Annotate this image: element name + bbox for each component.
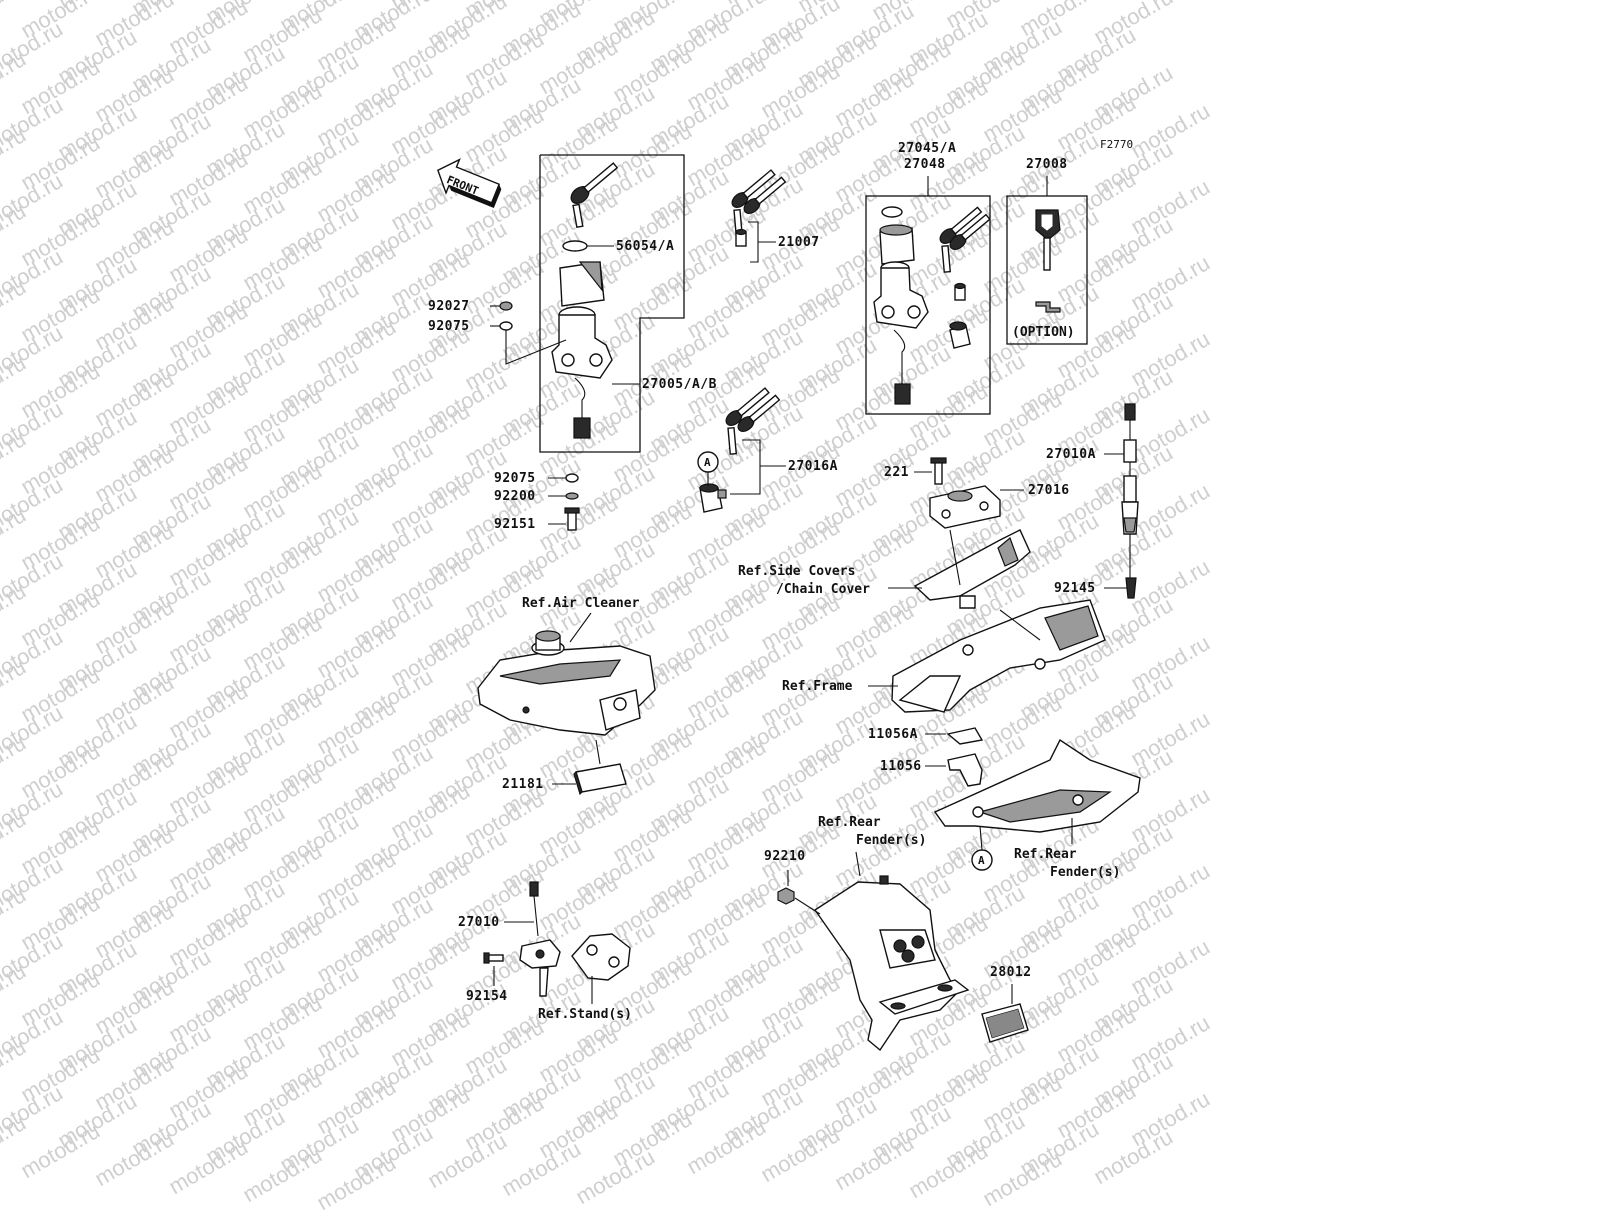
part-number-27010A: 27010A <box>1046 447 1096 462</box>
ref-rear-fender-2-line1: Ref.Rear <box>1014 847 1077 862</box>
seat-lock-bracket-icon <box>929 457 1001 529</box>
option-label: (OPTION) <box>1012 325 1075 340</box>
license-plate-bracket-icon <box>814 875 970 1052</box>
bolt-icon <box>564 507 580 531</box>
callout-a-top-label: A <box>704 456 711 469</box>
part-number-92145: 92145 <box>1054 581 1096 596</box>
part-number-27045: 27045/A <box>898 141 957 156</box>
part-number-28012: 28012 <box>990 965 1032 980</box>
part-number-92200: 92200 <box>494 489 536 504</box>
lock-set-icon <box>873 206 991 405</box>
part-number-11056A: 11056A <box>868 727 918 742</box>
ignition-assembly-frame <box>539 154 685 453</box>
bracket-icon <box>946 727 984 787</box>
washer-icon <box>565 492 579 500</box>
key-set-icon <box>731 169 787 247</box>
ref-frame: Ref.Frame <box>782 679 853 694</box>
nut-icon <box>777 887 795 905</box>
rear-fender-inner-icon <box>933 738 1141 833</box>
rear-frame-icon <box>891 599 1106 713</box>
nut-icon <box>565 473 579 483</box>
part-number-92075-b: 92075 <box>494 471 536 486</box>
nut-icon <box>499 321 513 331</box>
ignition-switch-icon <box>551 306 613 439</box>
air-cleaner-icon <box>477 630 656 736</box>
part-number-92075: 92075 <box>428 319 470 334</box>
ref-air-cleaner: Ref.Air Cleaner <box>522 596 640 611</box>
seat-lock-mount-icon <box>913 529 1031 609</box>
ref-stands: Ref.Stand(s) <box>538 1007 632 1022</box>
key-icon <box>570 162 619 204</box>
key-blank-icon <box>1035 209 1061 313</box>
part-number-221: 221 <box>884 465 909 480</box>
reflector-icon <box>981 1003 1029 1043</box>
part-number-92210: 92210 <box>764 849 806 864</box>
diagram-code: F2770 <box>1100 138 1134 151</box>
ref-rear-fender-1-line2: Fender(s) <box>856 833 927 848</box>
part-number-27010: 27010 <box>458 915 500 930</box>
ref-rear-fender-1-line1: Ref.Rear <box>818 815 881 830</box>
seat-lock-key-icon <box>699 387 781 513</box>
ref-rear-fender-2-line2: Fender(s) <box>1050 865 1121 880</box>
ref-side-covers-line2: /Chain Cover <box>776 582 870 597</box>
side-stand-switch-icon <box>483 881 631 997</box>
ecu-unit-icon <box>573 739 627 796</box>
part-number-27016: 27016 <box>1028 483 1070 498</box>
ref-side-covers-line1: Ref.Side Covers <box>738 564 856 579</box>
callout-a-bottom-label: A <box>978 854 985 867</box>
part-number-56054: 56054/A <box>616 239 675 254</box>
washer-icon <box>562 240 588 252</box>
part-number-92154: 92154 <box>466 989 508 1004</box>
part-number-21181: 21181 <box>502 777 544 792</box>
nut-icon <box>499 301 513 311</box>
cylinder-cover-icon <box>559 261 605 307</box>
part-number-27048: 27048 <box>904 157 946 172</box>
part-number-27005: 27005/A/B <box>642 377 717 392</box>
front-arrow-icon <box>437 158 502 208</box>
part-number-21007: 21007 <box>778 235 820 250</box>
part-number-27016A: 27016A <box>788 459 838 474</box>
part-number-11056: 11056 <box>880 759 922 774</box>
switch-sensor-icon <box>1121 403 1139 599</box>
part-number-92027: 92027 <box>428 299 470 314</box>
part-number-92151: 92151 <box>494 517 536 532</box>
part-number-27008: 27008 <box>1026 157 1068 172</box>
